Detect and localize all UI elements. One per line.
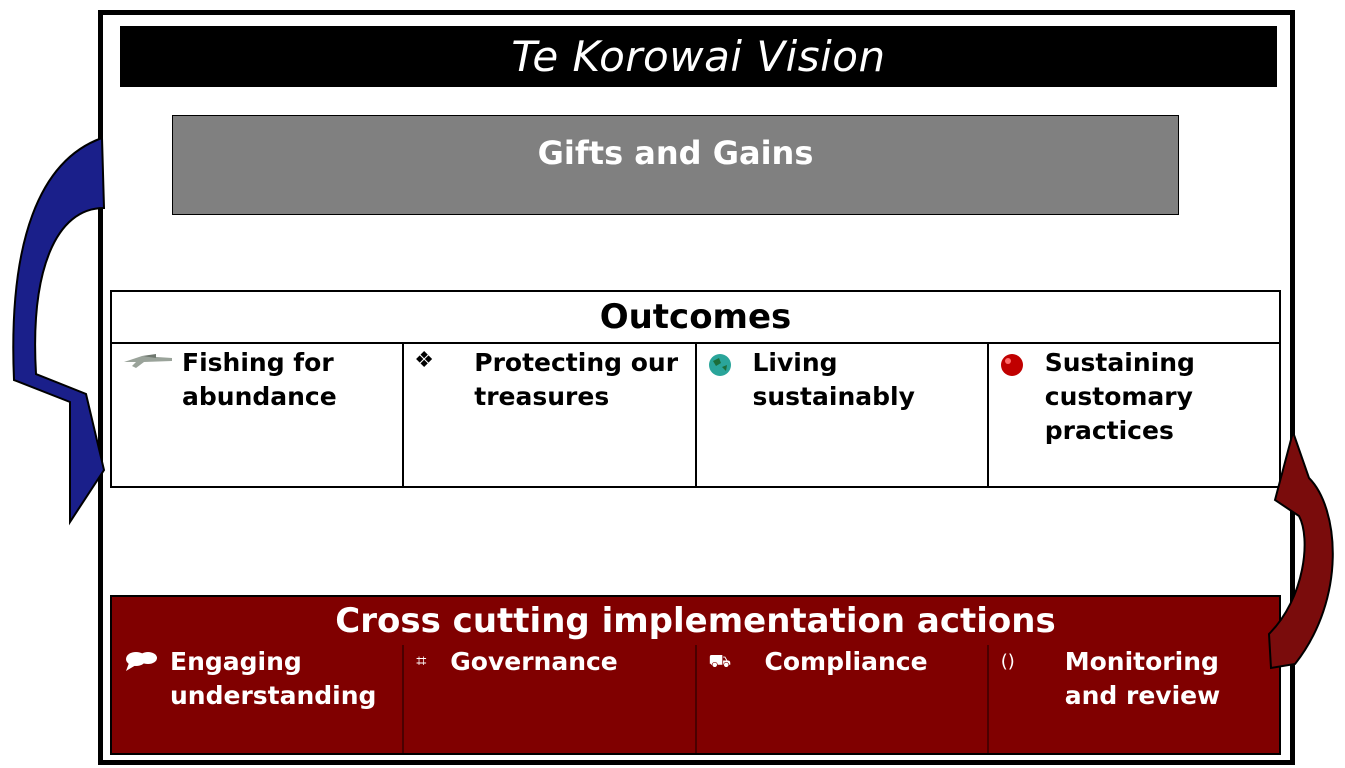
fish-icon bbox=[124, 354, 172, 368]
action-label: Compliance bbox=[764, 647, 928, 676]
action-compliance: ⛟ Compliance bbox=[694, 645, 987, 753]
action-label: Engaging understanding bbox=[170, 647, 377, 710]
vision-title: Te Korowai Vision bbox=[120, 26, 1277, 87]
outcomes-table: Outcomes Fishing for abundance ❖ Protect… bbox=[110, 290, 1281, 488]
outcome-label: Sustaining customary practices bbox=[1044, 348, 1195, 445]
cycle-arrow-left-icon bbox=[12, 136, 106, 526]
gifts-label: Gifts and Gains bbox=[537, 134, 814, 172]
action-label: Monitoring and review bbox=[1064, 647, 1221, 710]
outcomes-heading: Outcomes bbox=[112, 292, 1279, 344]
outcome-fishing: Fishing for abundance bbox=[112, 344, 402, 488]
globe-icon bbox=[708, 354, 731, 376]
gifts-box: Gifts and Gains bbox=[172, 115, 1179, 215]
action-governance: ⌗ Governance bbox=[402, 645, 694, 753]
outcome-label: Fishing for abundance bbox=[182, 348, 337, 411]
outcome-label: Living sustainably bbox=[752, 348, 915, 411]
actions-heading: Cross cutting implementation actions bbox=[335, 601, 1056, 641]
action-monitoring: () Monitoring and review bbox=[986, 645, 1279, 753]
speech-bubbles-icon bbox=[126, 652, 157, 671]
cycle-arrow-right-icon bbox=[1267, 428, 1334, 670]
outcome-living: Living sustainably bbox=[694, 344, 987, 488]
action-label: Governance bbox=[450, 647, 618, 676]
frame-icon: ⌗ bbox=[416, 651, 427, 672]
outcome-customary: Sustaining customary practices bbox=[986, 344, 1279, 488]
outcome-label: Protecting our treasures bbox=[474, 348, 679, 411]
diamond-bullet-icon: ❖ bbox=[414, 348, 434, 373]
red-ball-icon bbox=[1000, 354, 1023, 376]
outcome-protecting: ❖ Protecting our treasures bbox=[402, 344, 694, 488]
actions-table: Cross cutting implementation actions Eng… bbox=[110, 595, 1281, 755]
action-engaging: Engaging understanding bbox=[112, 645, 402, 753]
vehicle-icon: ⛟ bbox=[708, 651, 732, 672]
parentheses-icon: () bbox=[1000, 651, 1015, 672]
